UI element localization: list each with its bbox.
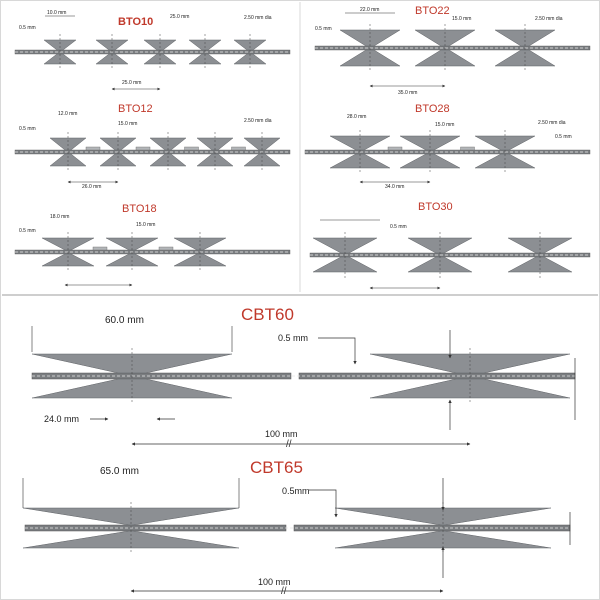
blade-lower xyxy=(474,153,536,169)
panel-title: BTO10 xyxy=(118,16,153,28)
wire-diameter-label: 2.50 mm dia xyxy=(535,16,563,22)
spacing-label: 34.0 mm xyxy=(385,184,404,190)
panel-bto22: BTO22 22.0 mm 0.5 mm 15.0 mm 2.50 mm dia… xyxy=(314,5,591,96)
blade-width-label: 28.0 mm xyxy=(347,114,366,120)
clip-bar xyxy=(231,146,246,151)
blade-upper xyxy=(95,39,129,51)
thickness-label: 0.5 mm xyxy=(315,26,332,32)
thickness-label: 0.5 mm xyxy=(19,126,36,132)
top-mid-label: 15.0 mm xyxy=(118,121,137,127)
clip-bar xyxy=(184,146,199,151)
spacing-label: 25.0 mm xyxy=(122,80,141,86)
panel-bto10: BTO10 10.0 mm 0.5 mm 25.0 mm 2.50 mm dia… xyxy=(14,10,291,91)
thickness-label: 0.5 mm xyxy=(555,134,572,140)
panel-title: BTO12 xyxy=(118,103,153,115)
section-title: CBT65 xyxy=(250,458,303,477)
thickness-leader xyxy=(309,489,338,518)
break-mark: // xyxy=(281,586,287,597)
blade-row xyxy=(14,34,291,70)
thickness-label: 0.5 mm xyxy=(19,25,36,31)
blade-width-label: 18.0 mm xyxy=(50,214,69,220)
blade-upper xyxy=(334,507,552,526)
thickness-label: 0.5mm xyxy=(282,486,310,496)
blade-width-label: 12.0 mm xyxy=(58,111,77,117)
blade-upper xyxy=(22,507,240,526)
panel-bto12: BTO12 12.0 mm 0.5 mm 15.0 mm 2.50 mm dia… xyxy=(14,103,291,190)
section-title: CBT60 xyxy=(241,305,294,324)
thickness-label: 0.5 mm xyxy=(278,333,308,343)
clip-bar xyxy=(135,146,151,151)
panel-title: BTO22 xyxy=(415,5,450,17)
blade-row xyxy=(31,348,576,404)
clip-bar xyxy=(85,146,101,151)
blade-row xyxy=(22,502,571,554)
clip-bar xyxy=(460,146,475,151)
blade-upper xyxy=(143,39,177,51)
blade-upper xyxy=(233,39,267,51)
blade-row xyxy=(309,232,591,278)
blade-row xyxy=(304,130,591,174)
wire-diameter-label: 2.50 mm dia xyxy=(244,15,272,21)
blade-lower xyxy=(399,153,461,169)
blade-row xyxy=(14,132,291,172)
panel-title: BTO30 xyxy=(418,201,453,213)
top-spacing-label: 25.0 mm xyxy=(170,14,189,20)
thickness-label: 0.5 mm xyxy=(19,228,36,234)
blade-width-label: 10.0 mm xyxy=(47,10,66,16)
top-mid-label: 15.0 mm xyxy=(452,16,471,22)
blade-upper xyxy=(188,39,222,51)
panel-title: BTO18 xyxy=(122,203,157,215)
blade-width-label: 22.0 mm xyxy=(360,7,379,13)
clip-bar xyxy=(387,146,403,151)
blade-row xyxy=(314,24,591,72)
top-mid-label: 15.0 mm xyxy=(435,122,454,128)
blade-upper xyxy=(369,353,571,374)
blade-width-label: 65.0 mm xyxy=(100,466,139,477)
spacing-label: 100 mm xyxy=(258,577,291,587)
blade-upper xyxy=(43,39,77,51)
spacing-label: 35.0 mm xyxy=(398,90,417,96)
spacing-label: 100 mm xyxy=(265,429,298,439)
clip-bar xyxy=(158,246,174,251)
blade-width-label: 60.0 mm xyxy=(105,315,144,326)
wire-diameter-label: 2.50 mm dia xyxy=(538,120,566,126)
section-cbt60: CBT60 60.0 mm 0.5 mm 24.0 mm 100 mm // xyxy=(31,305,576,450)
thickness-leader xyxy=(318,337,357,365)
wire-diameter-label: 2.50 mm dia xyxy=(244,118,272,124)
blade-lower xyxy=(329,153,391,169)
thickness-label: 0.5 mm xyxy=(390,224,407,230)
panel-bto28: BTO28 28.0 mm 0.5 mm 15.0 mm 2.50 mm dia… xyxy=(304,103,591,190)
spacing-label: 26.0 mm xyxy=(82,184,101,190)
break-mark: // xyxy=(286,439,292,450)
top-mid-label: 15.0 mm xyxy=(136,222,155,228)
panel-bto18: BTO18 18.0 mm 0.5 mm 15.0 mm xyxy=(14,203,291,287)
clip-bar xyxy=(92,246,108,251)
blade-upper xyxy=(31,353,233,374)
gap-label: 24.0 mm xyxy=(44,414,79,424)
blade-row xyxy=(14,232,291,272)
panel-title: BTO28 xyxy=(415,103,450,115)
section-cbt65: CBT65 65.0 mm 0.5mm 100 mm // xyxy=(22,458,571,597)
panel-bto30: BTO30 0.5 mm xyxy=(309,201,591,290)
